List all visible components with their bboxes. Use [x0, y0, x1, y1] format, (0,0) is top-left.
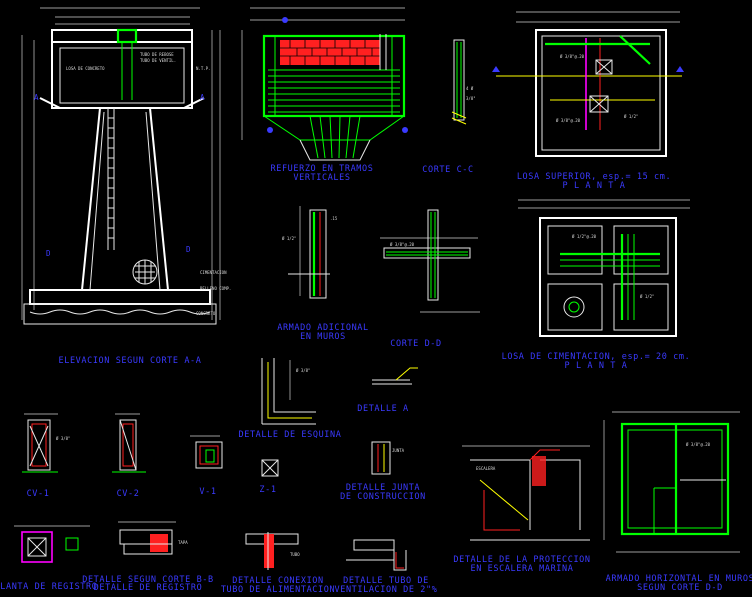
- detalle-a-title: DETALLE A: [357, 404, 408, 414]
- detalle-tubo-title-2: VENTILACION DE 2"%: [335, 585, 438, 595]
- svg-text:TUBO: TUBO: [290, 552, 300, 557]
- armado-horizontal-title-2: SEGUN CORTE D-D: [637, 583, 723, 593]
- v1-label: V-1: [199, 487, 216, 497]
- losa-cimentacion-drawing: Ø 1/2"@.20 Ø 1/2": [518, 199, 690, 337]
- losa-superior-title-2: P L A N T A: [563, 181, 626, 191]
- svg-text:Ø 1/2": Ø 1/2": [640, 294, 654, 299]
- elevation-title: ELEVACION SEGUN CORTE A-A: [59, 356, 202, 366]
- z1-label: Z-1: [259, 485, 276, 495]
- section-marker-a-right: A: [200, 93, 205, 102]
- svg-text:Ø 3/8"@.20: Ø 3/8"@.20: [560, 54, 585, 59]
- refuerzo-drawing: [241, 7, 408, 161]
- cv1-label: CV-1: [27, 489, 50, 499]
- section-marker-a-left: A: [34, 93, 39, 102]
- svg-text:LOSA DE CONCRETO: LOSA DE CONCRETO: [66, 66, 105, 71]
- corte-cc-drawing: 4 Ø 3/8": [451, 39, 476, 125]
- cv2-label: CV-2: [117, 489, 140, 499]
- detalle-seccion-title-1: DETALLE SEGUN CORTE B-B: [82, 575, 214, 585]
- svg-text:TUBO DE VENTIL.: TUBO DE VENTIL.: [140, 58, 176, 63]
- svg-text:RELLENO COMP.: RELLENO COMP.: [200, 286, 231, 291]
- svg-text:Ø 1/2": Ø 1/2": [624, 114, 638, 119]
- svg-text:Ø 3/8"@.20: Ø 3/8"@.20: [556, 118, 581, 123]
- detalle-seccion-drawing: TAPA: [118, 521, 188, 555]
- planta-registro-drawing: [14, 525, 90, 563]
- losa-superior-title-1: LOSA SUPERIOR, esp.= 15 cm.: [517, 172, 671, 182]
- z1-drawing: [261, 459, 279, 477]
- corte-dd-drawing: Ø 3/8"@.20: [380, 209, 480, 313]
- svg-text:N.T.P.: N.T.P.: [196, 66, 210, 71]
- losa-cimentacion-title-1: LOSA DE CIMENTACION, esp.= 20 cm.: [502, 352, 691, 362]
- detalle-conexion-title-2: TUBO DE ALIMENTACION: [221, 585, 335, 595]
- corte-dd-title: CORTE D-D: [390, 339, 441, 349]
- detalle-esquina-title: DETALLE DE ESQUINA: [239, 430, 342, 440]
- svg-text:.15: .15: [330, 216, 338, 221]
- detalle-tubo-drawing: [346, 539, 407, 571]
- armado-horizontal-title-1: ARMADO HORIZONTAL EN MUROS: [606, 574, 752, 584]
- v1-drawing: [190, 435, 223, 469]
- cv2-drawing: [112, 413, 146, 473]
- detalle-junta-title-2: DE CONSTRUCCION: [340, 492, 426, 502]
- detalle-proteccion-drawing: ESCALERA: [462, 445, 590, 541]
- refuerzo-title-2: VERTICALES: [293, 173, 350, 183]
- detalle-tubo-title-1: DETALLE TUBO DE: [343, 576, 429, 586]
- losa-superior-drawing: Ø 3/8"@.20 Ø 3/8"@.20 Ø 1/2": [492, 11, 684, 157]
- detalle-a-drawing: [372, 367, 418, 385]
- svg-text:Ø 1/2"@.20: Ø 1/2"@.20: [572, 234, 597, 239]
- svg-text:TAPA: TAPA: [178, 540, 188, 545]
- svg-text:4 Ø: 4 Ø: [466, 86, 474, 91]
- detalle-proteccion-title-1: DETALLE DE LA PROTECCION: [453, 555, 590, 565]
- svg-text:3/8": 3/8": [466, 96, 476, 101]
- svg-text:ESCALERA: ESCALERA: [476, 466, 496, 471]
- svg-text:Ø 3/8": Ø 3/8": [56, 436, 70, 441]
- detalle-esquina-drawing: Ø 3/8": [261, 358, 316, 425]
- svg-text:Ø 3/8": Ø 3/8": [296, 368, 310, 373]
- section-marker-d-right: D: [186, 245, 191, 254]
- refuerzo-title-1: REFUERZO EN TRAMOS: [271, 164, 374, 174]
- svg-text:CIMENTACION: CIMENTACION: [200, 270, 227, 275]
- svg-text:TUBO DE REBOSE: TUBO DE REBOSE: [140, 52, 174, 57]
- detalle-junta-title-1: DETALLE JUNTA: [346, 483, 420, 493]
- armado-adicional-title-2: EN MUROS: [300, 332, 346, 342]
- detalle-junta-drawing: JUNTA: [371, 441, 405, 475]
- armado-horizontal-drawing: Ø 3/8"@.20: [603, 411, 740, 553]
- cv1-drawing: Ø 3/8": [22, 413, 70, 473]
- detalle-proteccion-title-2: EN ESCALERA MARINA: [471, 564, 574, 574]
- svg-text:Ø 3/8"@.20: Ø 3/8"@.20: [686, 442, 711, 447]
- planta-registro-title: PLANTA DE REGISTRO: [0, 582, 97, 592]
- armado-adicional-drawing: Ø 1/2" .15: [282, 206, 338, 299]
- detalle-conexion-title-1: DETALLE CONEXION: [232, 576, 323, 586]
- svg-text:CONCRETO: CONCRETO: [196, 311, 216, 316]
- detalle-conexion-drawing: TUBO: [245, 532, 300, 570]
- corte-cc-title: CORTE C-C: [422, 165, 473, 175]
- svg-text:JUNTA: JUNTA: [392, 448, 405, 453]
- svg-text:Ø 3/8"@.20: Ø 3/8"@.20: [390, 242, 415, 247]
- elevation-drawing: LOSA DE CONCRETO TUBO DE REBOSE TUBO DE …: [21, 7, 231, 325]
- armado-adicional-title-1: ARMADO ADICIONAL: [277, 323, 368, 333]
- svg-text:Ø 1/2": Ø 1/2": [282, 236, 296, 241]
- losa-cimentacion-title-2: P L A N T A: [565, 361, 628, 371]
- detalle-seccion-title-2: DETALLE DE REGISTRO: [94, 583, 203, 593]
- section-marker-d-left: D: [46, 249, 51, 258]
